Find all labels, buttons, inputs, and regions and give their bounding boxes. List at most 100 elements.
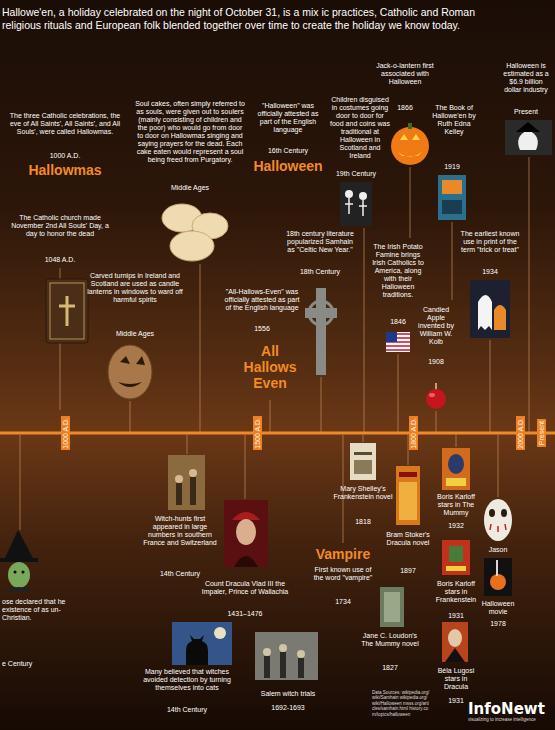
leader-line xyxy=(245,435,246,499)
frankenstein-poster-picture xyxy=(449,546,463,562)
flag-picture xyxy=(386,332,397,342)
dracula-poster-picture xyxy=(442,622,468,662)
cat-picture xyxy=(214,627,226,639)
trick-or-treat-photo xyxy=(478,295,492,330)
salem-trial-picture xyxy=(297,650,305,658)
vlad-portrait xyxy=(224,500,268,567)
era-marker: 1500 A.D. xyxy=(253,416,262,451)
era-label: 2000 A.D. xyxy=(517,418,524,449)
witch-hunt-painting xyxy=(189,469,197,477)
event-text: 1931 xyxy=(436,612,476,620)
event-text: Soul cakes, often simply referred to as … xyxy=(135,100,245,164)
dracula-book-picture xyxy=(399,482,417,520)
event-text: 18th century literature popularized Samh… xyxy=(284,230,356,254)
era-label: 1000 A.D. xyxy=(62,418,69,449)
frankenstein-book-picture xyxy=(354,460,372,474)
frankenstein-poster-picture xyxy=(442,540,470,575)
event-text: 1818 xyxy=(343,518,383,526)
costumed-children-picture xyxy=(359,192,367,200)
event-text: 1000 A.D. xyxy=(35,152,95,160)
event-text: 1897 xyxy=(388,567,428,575)
era-label: 1500 A.D. xyxy=(254,418,261,449)
event-text: Jane C. Loudon's The Mummy novel xyxy=(357,632,423,648)
event-text: First known use of the word "vampire" xyxy=(310,566,376,582)
event-text: Salem witch trials xyxy=(253,690,323,698)
dracula-poster-picture xyxy=(442,622,468,662)
leader-line xyxy=(20,435,21,530)
jack-o-lantern-picture xyxy=(391,123,429,165)
title: Hallowe'en, a holiday celebrated on the … xyxy=(2,6,480,32)
salem-trial-picture xyxy=(263,648,271,656)
book-picture xyxy=(50,283,84,339)
source-note: Data Sources: wikipedia.org/wiki/Samhain… xyxy=(372,690,430,717)
witch-picture xyxy=(8,562,30,588)
event-text: ose declared that he existence of as un-… xyxy=(2,598,68,622)
salem-trial-picture xyxy=(255,632,318,680)
source-note: visualizing to increase intelligence xyxy=(468,717,548,722)
event-text: Candied Apple invented by William W. Kol… xyxy=(414,306,458,346)
dracula-poster-picture xyxy=(448,629,462,647)
trick-or-treat-photo xyxy=(494,305,506,330)
jason-mask-picture xyxy=(484,499,512,541)
soul-cakes-picture xyxy=(162,204,228,261)
cat-picture xyxy=(172,622,232,665)
event-text: 19th Century xyxy=(326,170,386,178)
dracula-book-picture xyxy=(399,472,417,477)
event-text: The Irish Potato Famine brings Irish Cat… xyxy=(369,243,427,299)
jack-o-lantern-picture xyxy=(408,123,412,129)
leader-line xyxy=(364,228,365,432)
industry-picture xyxy=(505,120,552,155)
frankenstein-book-picture xyxy=(354,452,372,455)
event-text: 14th Century xyxy=(157,706,217,714)
timeline-axis xyxy=(0,432,555,435)
leader-line xyxy=(187,435,188,454)
salem-trial-picture xyxy=(279,644,287,652)
witch-picture xyxy=(6,587,32,592)
leader-line xyxy=(498,435,499,497)
trick-or-treat-photo xyxy=(470,280,510,338)
book-picture xyxy=(46,279,88,343)
book-cover-picture xyxy=(438,175,466,220)
salem-trial-picture xyxy=(255,632,318,680)
event-text: Béla Lugosi stars in Dracula xyxy=(432,667,480,691)
era-heading: Halloween xyxy=(250,158,326,174)
witch-hunt-painting xyxy=(168,455,205,510)
soul-cakes-picture xyxy=(170,231,214,261)
flag-picture xyxy=(386,332,410,352)
event-text: Mary Shelley's Frankenstein novel xyxy=(333,485,393,501)
mummy-poster-picture xyxy=(442,448,470,490)
book-cover-picture xyxy=(442,180,462,194)
event-text: Many believed that witches avoided detec… xyxy=(142,668,232,692)
event-text: Boris Karloff stars in The Mummy xyxy=(432,493,480,517)
jason-mask-picture xyxy=(489,509,495,517)
era-marker: 1000 A.D. xyxy=(61,416,70,451)
halloween-poster-picture xyxy=(496,560,498,576)
event-text: Jason xyxy=(479,546,517,554)
witch-picture xyxy=(0,558,38,562)
leader-line xyxy=(200,264,201,432)
event-text: e Century xyxy=(2,660,62,668)
dracula-book-picture xyxy=(396,466,420,525)
witch-picture xyxy=(22,571,25,574)
event-text: 1431–1476 xyxy=(215,610,275,618)
vlad-portrait xyxy=(236,519,256,545)
event-text: 1866 xyxy=(385,104,425,112)
event-text: 1827 xyxy=(370,664,410,672)
leader-line xyxy=(490,340,491,432)
leader-line xyxy=(456,435,457,447)
event-text: Children disguised in costumes going doo… xyxy=(330,96,390,160)
leader-line xyxy=(363,435,364,442)
leader-line xyxy=(398,354,399,432)
costumed-children-picture xyxy=(345,190,353,198)
era-marker: 2000 A.D. xyxy=(516,416,525,451)
frankenstein-poster-picture xyxy=(442,540,470,575)
witch-picture xyxy=(14,571,17,574)
witch-picture xyxy=(0,530,38,592)
event-text: 16th Century xyxy=(258,147,318,155)
jason-mask-picture xyxy=(501,509,507,517)
event-text: 1978 xyxy=(479,620,517,628)
event-text: Carved turnips in Ireland and Scotland a… xyxy=(85,272,185,304)
era-label: Present xyxy=(538,421,545,445)
vlad-portrait xyxy=(234,556,258,567)
event-text: 18th Century xyxy=(290,268,350,276)
